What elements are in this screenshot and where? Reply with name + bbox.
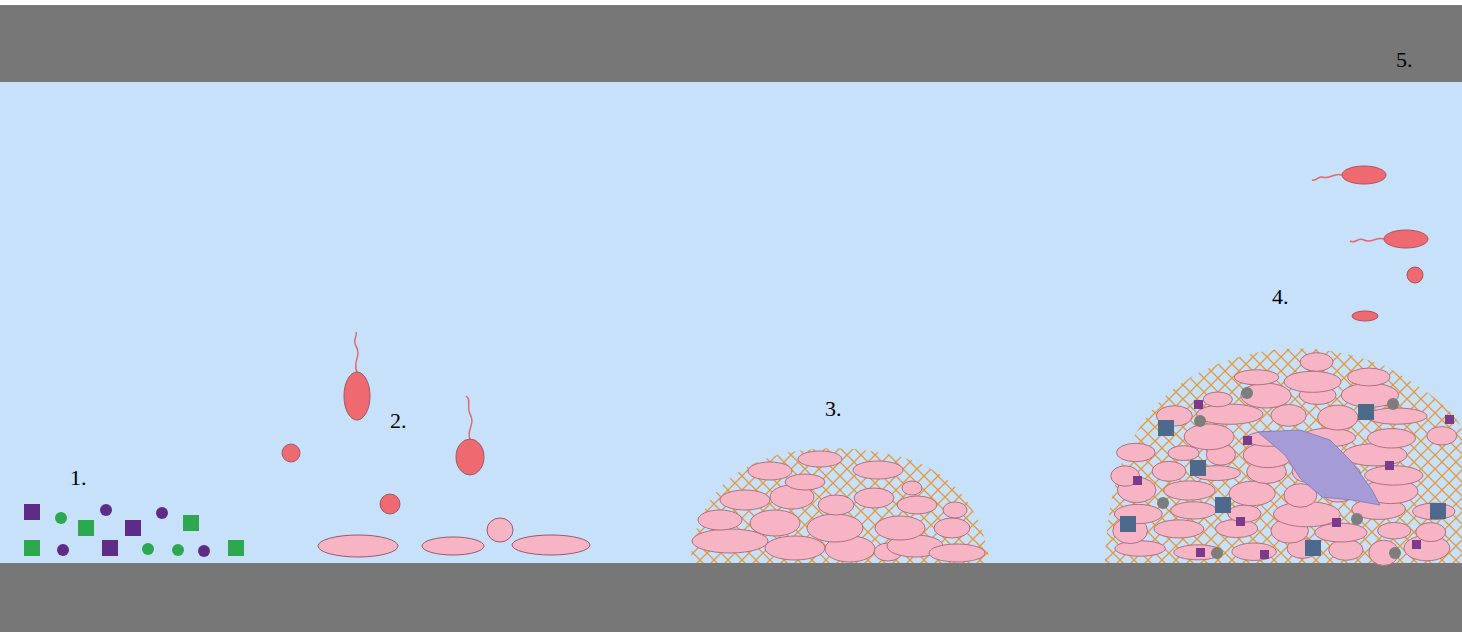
bacterium-cell: [1416, 523, 1446, 542]
bacterium-cell: [1154, 520, 1204, 538]
matrix-particle: [1241, 387, 1253, 399]
bacterium-cell: [1203, 392, 1232, 407]
bacterium-cell: [1115, 541, 1165, 556]
matrix-particle: [1157, 497, 1169, 509]
matrix-particle: [1412, 540, 1421, 549]
matrix-particle: [1305, 540, 1321, 556]
bacterium-cell: [853, 461, 903, 479]
bacterium-cell: [1229, 481, 1275, 505]
top-surface: [0, 5, 1462, 82]
bacterium-cell: [798, 451, 842, 467]
bacterium-cell: [1348, 368, 1390, 386]
bacterium-cell: [1427, 427, 1457, 445]
matrix-particle: [1260, 550, 1269, 559]
bacterium-cell: [1164, 481, 1215, 500]
matrix-particle: [1194, 415, 1206, 427]
bacterium-cell: [720, 490, 770, 510]
matrix-particle: [1158, 420, 1174, 436]
matrix-particle: [1243, 436, 1252, 445]
matrix-particle: [1120, 516, 1136, 532]
matrix-particle: [1430, 503, 1446, 519]
bacterium-cell: [1300, 353, 1333, 372]
attaching-bacteria: [282, 332, 590, 557]
bacterium-cell: [1271, 405, 1306, 427]
matrix-particle: [1351, 513, 1363, 525]
matrix-particle: [1194, 400, 1203, 409]
bacterium-cell: [1241, 383, 1291, 408]
bacterium-cell: [1329, 540, 1363, 561]
bacterium-cell: [897, 496, 937, 514]
microcolony: [690, 448, 990, 563]
matrix-particle: [1190, 460, 1206, 476]
bacterium-cell: [943, 502, 967, 518]
matrix-particle: [1389, 547, 1401, 559]
matrix-particle: [1196, 548, 1205, 557]
bacterium-cell: [1174, 545, 1222, 560]
bacterium-cell: [902, 481, 922, 495]
bacterium-cell: [1116, 443, 1155, 461]
bacterium-cell: [1366, 408, 1427, 424]
bacterium-cell: [934, 518, 970, 538]
bacterium-cell: [698, 510, 742, 530]
matrix-particle: [1387, 398, 1399, 410]
mature-biofilm: [1105, 348, 1462, 565]
matrix-particle: [1358, 404, 1374, 420]
bottom-surface: [0, 563, 1462, 632]
callout-number: 2.: [390, 409, 407, 433]
matrix-particle: [1236, 517, 1245, 526]
bacterium-cell: [1378, 522, 1411, 539]
bacterium-cell: [929, 544, 985, 562]
bacterium-cell: [748, 462, 792, 480]
bacterium-cell: [807, 514, 863, 542]
callout-number: 5.: [1396, 48, 1413, 72]
callout-number: 3.: [825, 397, 842, 421]
bacterium-cell: [1168, 446, 1199, 461]
bacterium-cell: [765, 536, 825, 560]
bacterium-cell: [1184, 424, 1234, 450]
bacterium-cell: [875, 516, 925, 540]
callout-number: 4.: [1272, 285, 1289, 309]
bacterium-cell: [1368, 429, 1416, 448]
matrix-particle: [1133, 476, 1142, 485]
matrix-particle: [1215, 497, 1231, 513]
bacterium-cell: [1318, 405, 1358, 430]
bacterium-cell: [818, 495, 854, 515]
matrix-particle: [1211, 547, 1223, 559]
matrix-particle: [1385, 461, 1394, 470]
matrix-particle: [1332, 518, 1341, 527]
molecules: [24, 504, 244, 557]
matrix-particle: [1445, 415, 1454, 424]
bacterium-cell: [692, 529, 768, 553]
bacterium-cell: [1413, 503, 1455, 520]
bacterium-cell: [1284, 371, 1341, 392]
bacterium-cell: [1171, 502, 1217, 519]
bacterium-cell: [1234, 370, 1278, 385]
bacterium-cell: [1232, 543, 1276, 560]
bacterium-cell: [1197, 404, 1263, 424]
bacterium-cell: [1152, 461, 1186, 481]
fluid: [0, 82, 1462, 563]
bacterium-cell: [750, 510, 800, 536]
callout-number: 1.: [70, 466, 87, 490]
bacterium-cell: [854, 488, 894, 508]
dispersing-bacteria: [1312, 166, 1428, 321]
bacterium-cell: [785, 474, 825, 490]
